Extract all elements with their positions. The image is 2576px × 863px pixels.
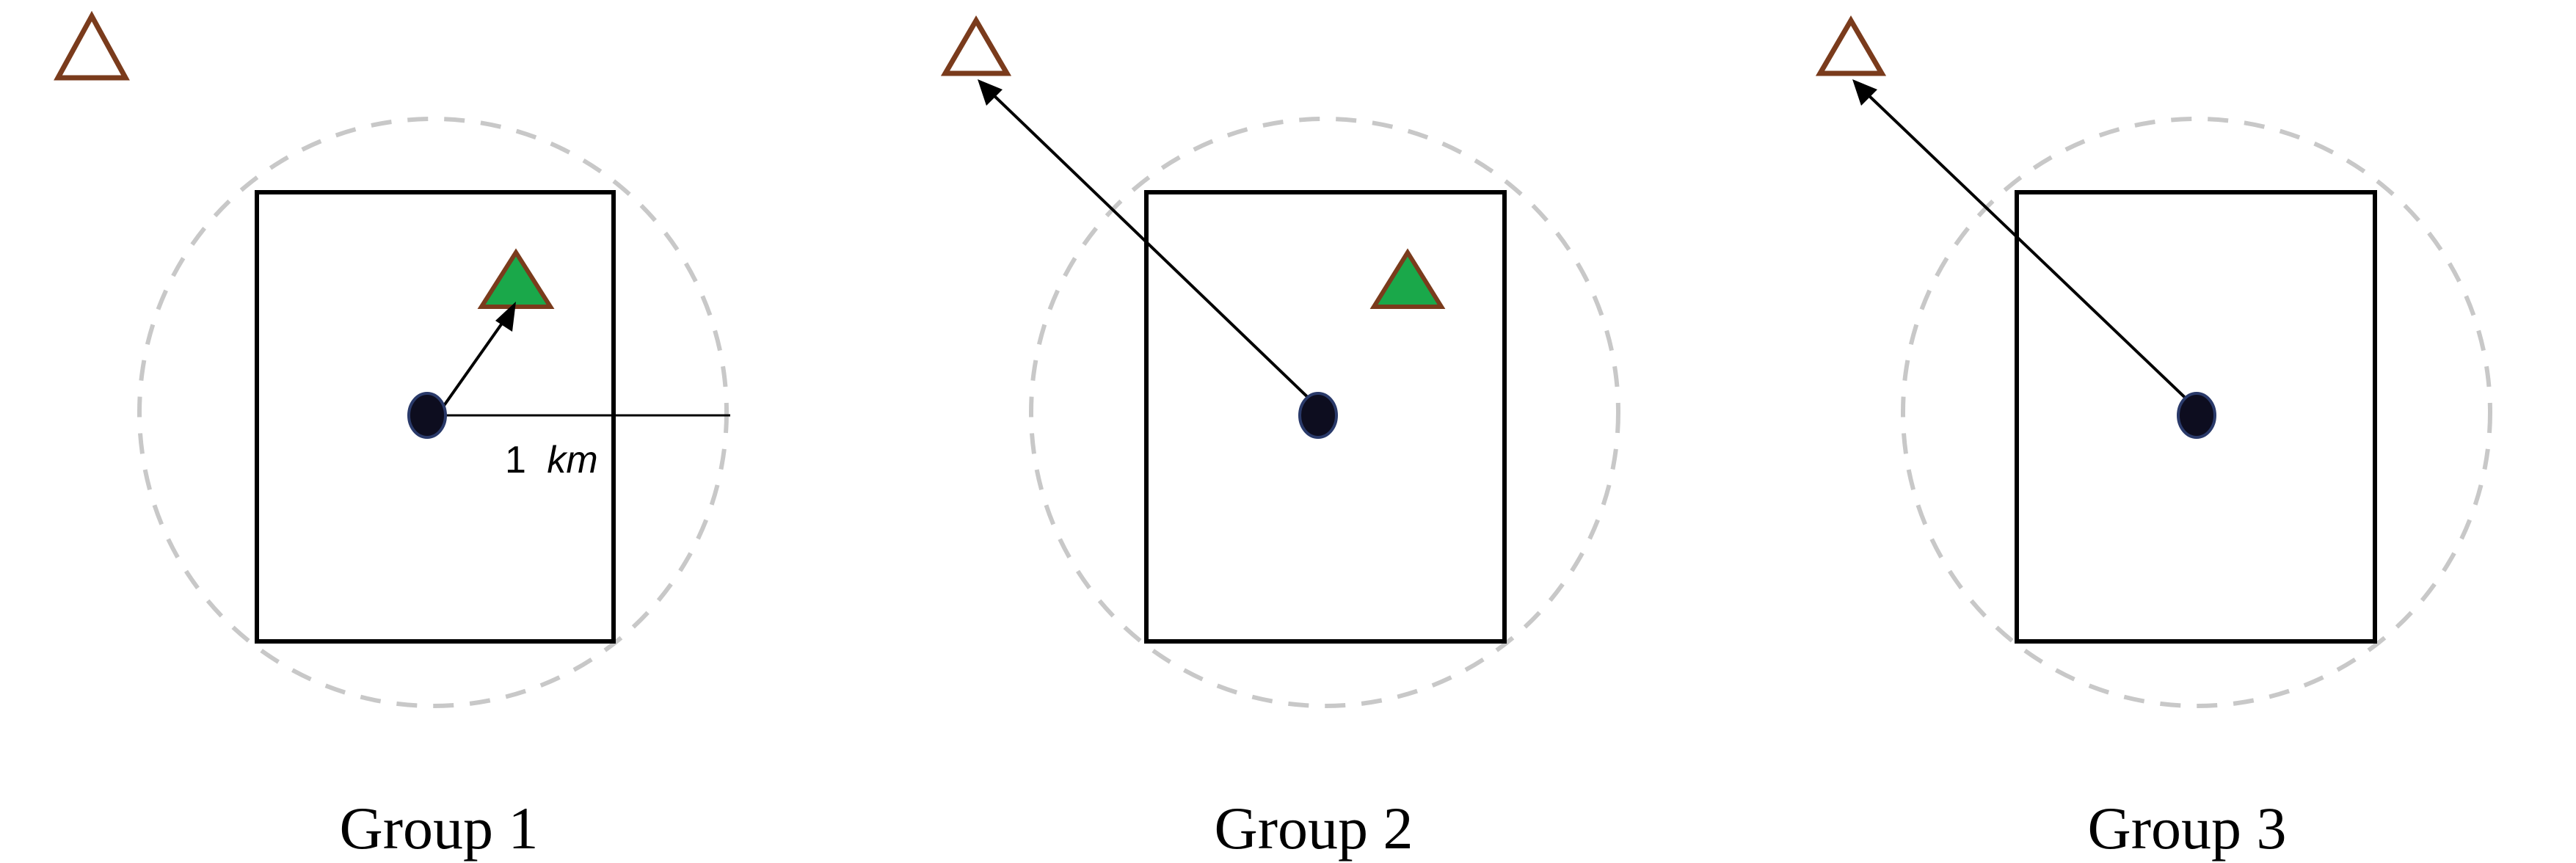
near-facility-triangle-icon [477,248,555,309]
distant-facility-arrow [989,91,1317,407]
group-label: Group 1 [339,795,538,862]
distance-unit: km [547,439,597,481]
distance-label: 1 km [505,439,598,481]
group-label: Group 2 [1214,795,1413,862]
distant-facility-triangle-icon [54,10,130,81]
household-point-icon [2177,392,2216,439]
area-boundary [255,190,616,644]
area-boundary [1144,190,1507,644]
household-point-icon [407,392,447,439]
buffer-circle [1029,117,1620,708]
near-facility-triangle-icon [1369,248,1446,309]
group-2: Group 2 [940,15,1620,862]
distant-facility-arrow [1864,91,2194,407]
distant-facility-triangle-icon [1815,15,1887,76]
arrowhead-icon [1852,79,1877,106]
buffer-circle [137,117,729,708]
area-boundary [2015,190,2377,644]
group-1: 1 km Group 1 [54,10,730,862]
buffer-circle [1901,117,2492,708]
distant-facility-triangle-icon [940,15,1012,76]
group-3: Group 3 [1815,15,2492,862]
household-point-icon [1298,392,1338,439]
arrowhead-icon [978,79,1003,106]
distance-value: 1 [505,439,526,481]
group-label: Group 3 [2087,795,2286,862]
arrowhead-icon [495,302,516,332]
